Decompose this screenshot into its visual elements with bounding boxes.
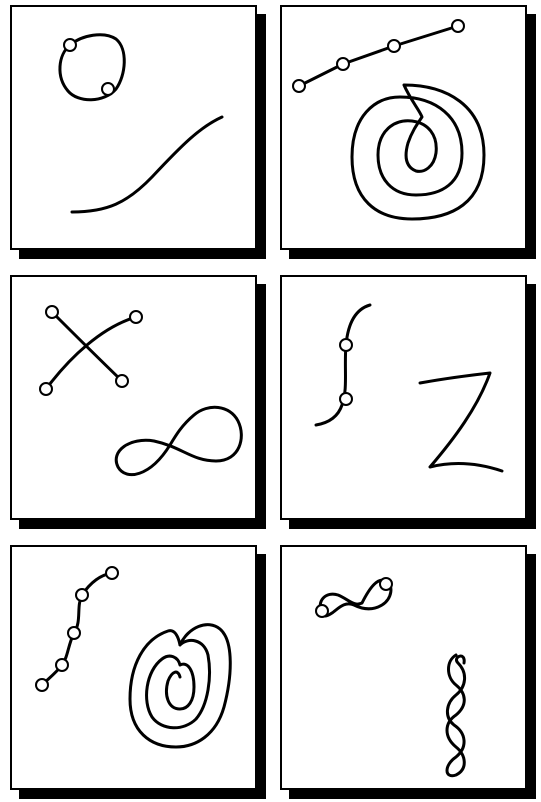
panel-zigzag-and-heart-spiral: [10, 545, 257, 790]
panel-integral-and-z: [280, 275, 527, 520]
control-point[interactable]: [130, 311, 142, 323]
control-point[interactable]: [340, 393, 352, 405]
panel-small-figure-eight-and-chain-loops: [280, 545, 527, 790]
heart-spiral: [130, 625, 230, 747]
control-point[interactable]: [293, 80, 305, 92]
panel-1-drawing: [12, 7, 255, 248]
panel-closed-loop-and-s-curve: [10, 5, 257, 250]
control-point[interactable]: [64, 39, 76, 51]
control-point[interactable]: [56, 659, 68, 671]
panel-6-drawing: [282, 547, 525, 788]
nested-spiral: [352, 85, 484, 219]
figure-eight-curve: [116, 407, 241, 474]
panel-polyline-and-spiral: [280, 5, 527, 250]
control-point[interactable]: [102, 83, 114, 95]
panel-3-drawing: [12, 277, 255, 518]
vertical-chain-loops: [447, 655, 465, 776]
panel-5-drawing: [12, 547, 255, 788]
panel-2-drawing: [282, 7, 525, 248]
control-point[interactable]: [116, 375, 128, 387]
control-point[interactable]: [106, 567, 118, 579]
control-point[interactable]: [68, 627, 80, 639]
control-point[interactable]: [76, 589, 88, 601]
control-point[interactable]: [36, 679, 48, 691]
control-point[interactable]: [337, 58, 349, 70]
s-curve: [72, 117, 222, 212]
control-point[interactable]: [46, 306, 58, 318]
z-stroke: [420, 373, 502, 471]
control-point[interactable]: [340, 339, 352, 351]
control-point[interactable]: [452, 20, 464, 32]
polyline: [299, 26, 458, 86]
panel-x-cross-and-figure-eight: [10, 275, 257, 520]
integral-curve: [316, 305, 370, 425]
control-point[interactable]: [380, 578, 392, 590]
control-point[interactable]: [40, 383, 52, 395]
panel-4-drawing: [282, 277, 525, 518]
control-point[interactable]: [316, 605, 328, 617]
control-point[interactable]: [388, 40, 400, 52]
